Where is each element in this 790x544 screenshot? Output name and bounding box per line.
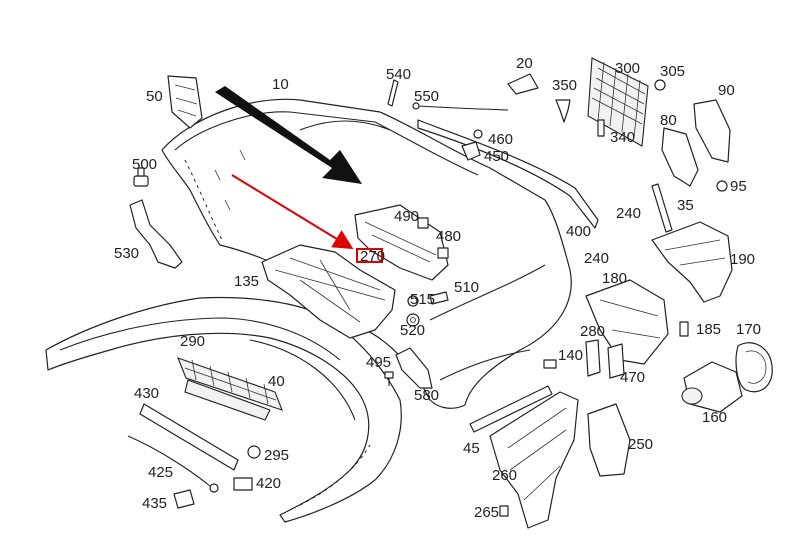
clip-280[interactable]: [585, 339, 601, 377]
callout-90[interactable]: 90: [718, 82, 735, 99]
callout-300[interactable]: 300: [615, 60, 640, 77]
clip-460[interactable]: [473, 129, 483, 139]
callout-280[interactable]: 280: [580, 323, 605, 340]
lower-bumper-panel[interactable]: [45, 296, 402, 523]
bracket-190[interactable]: [651, 221, 733, 303]
callout-240-upper[interactable]: 240: [616, 205, 641, 222]
callout-350[interactable]: 350: [552, 77, 577, 94]
clip-490[interactable]: [417, 217, 429, 229]
callout-500[interactable]: 500: [132, 156, 157, 173]
callout-400[interactable]: 400: [566, 223, 591, 240]
fastener-340[interactable]: [597, 119, 605, 137]
bracket-435[interactable]: [173, 489, 195, 509]
bumper-cover[interactable]: [161, 98, 572, 409]
cover-470[interactable]: [607, 343, 625, 379]
callout-240-lower[interactable]: 240: [584, 250, 609, 267]
highlight-box: [356, 248, 383, 263]
callout-460[interactable]: 460: [488, 131, 513, 148]
callout-340[interactable]: 340: [610, 129, 635, 146]
nut-95[interactable]: [716, 180, 728, 192]
callout-480[interactable]: 480: [436, 228, 461, 245]
callout-530[interactable]: 530: [114, 245, 139, 262]
reflector-90[interactable]: [693, 99, 731, 163]
callout-490[interactable]: 490: [394, 208, 419, 225]
callout-270[interactable]: 270: [360, 248, 385, 265]
clip-500[interactable]: [133, 167, 149, 187]
clip-515[interactable]: [407, 295, 419, 307]
screw-305[interactable]: [654, 79, 666, 91]
callout-540[interactable]: 540: [386, 66, 411, 83]
sensor-420[interactable]: [233, 477, 253, 491]
callout-435[interactable]: 435: [142, 495, 167, 512]
callout-50[interactable]: 50: [146, 88, 163, 105]
mounting-bracket-left[interactable]: [261, 244, 396, 339]
direction-arrow: [215, 86, 362, 184]
callout-95[interactable]: 95: [730, 178, 747, 195]
callout-180[interactable]: 180: [602, 270, 627, 287]
callout-10[interactable]: 10: [272, 76, 289, 93]
callout-140[interactable]: 140: [558, 347, 583, 364]
fastener-350[interactable]: [555, 99, 571, 123]
callout-45[interactable]: 45: [463, 440, 480, 457]
strip-35[interactable]: [651, 183, 673, 233]
bracket-80[interactable]: [661, 127, 699, 187]
red-pointer-arrow: [231, 174, 354, 250]
callout-420[interactable]: 420: [256, 475, 281, 492]
callout-160[interactable]: 160: [702, 409, 727, 426]
bracket-50[interactable]: [167, 75, 203, 129]
callout-20[interactable]: 20: [516, 55, 533, 72]
callout-170[interactable]: 170: [736, 321, 761, 338]
callout-35[interactable]: 35: [677, 197, 694, 214]
callout-520[interactable]: 520: [400, 322, 425, 339]
screw-185[interactable]: [679, 321, 689, 337]
callout-260[interactable]: 260: [492, 467, 517, 484]
clip-295[interactable]: [247, 445, 261, 459]
callout-425[interactable]: 425: [148, 464, 173, 481]
trim-strip-550[interactable]: [412, 102, 509, 111]
callout-305[interactable]: 305: [660, 63, 685, 80]
cable-425[interactable]: [127, 435, 219, 493]
trim-strip-540[interactable]: [387, 79, 399, 107]
callout-190[interactable]: 190: [730, 251, 755, 268]
callout-550[interactable]: 550: [414, 88, 439, 105]
callout-470[interactable]: 470: [620, 369, 645, 386]
callout-580[interactable]: 580: [414, 387, 439, 404]
callout-290[interactable]: 290: [180, 333, 205, 350]
side-bracket-530[interactable]: [129, 199, 183, 269]
callout-250[interactable]: 250: [628, 436, 653, 453]
callout-295[interactable]: 295: [264, 447, 289, 464]
clip-265[interactable]: [499, 505, 509, 517]
bracket-180[interactable]: [585, 279, 669, 365]
callout-265[interactable]: 265: [474, 504, 499, 521]
callout-510[interactable]: 510: [454, 279, 479, 296]
callout-135[interactable]: 135: [234, 273, 259, 290]
clip-450[interactable]: [461, 141, 481, 161]
screw-495[interactable]: [384, 371, 394, 386]
nut-520[interactable]: [406, 313, 420, 327]
strip-45[interactable]: [469, 385, 553, 433]
clip-480[interactable]: [437, 247, 449, 259]
bracket-20[interactable]: [507, 73, 539, 95]
callout-430[interactable]: 430: [134, 385, 159, 402]
housing-160[interactable]: [681, 361, 743, 413]
lower-bracket-260[interactable]: [489, 391, 579, 529]
ring-170[interactable]: [735, 342, 773, 393]
bracket-580[interactable]: [395, 347, 433, 389]
clip-140[interactable]: [543, 359, 557, 369]
callout-185[interactable]: 185: [696, 321, 721, 338]
screw-510[interactable]: [429, 291, 449, 305]
callout-515[interactable]: 515: [410, 291, 435, 308]
bracket-430[interactable]: [139, 403, 239, 471]
callout-80[interactable]: 80: [660, 112, 677, 129]
highlight-annotation: 270: [231, 174, 385, 265]
grille-insert[interactable]: [177, 357, 283, 421]
callout-495[interactable]: 495: [366, 354, 391, 371]
side-bracket-250[interactable]: [587, 403, 631, 477]
callout-40[interactable]: 40: [268, 373, 285, 390]
callout-labels: 10 20 35 40 45 50 80 90 95 135 140 160 1…: [114, 55, 761, 521]
callout-450[interactable]: 450: [484, 148, 509, 165]
